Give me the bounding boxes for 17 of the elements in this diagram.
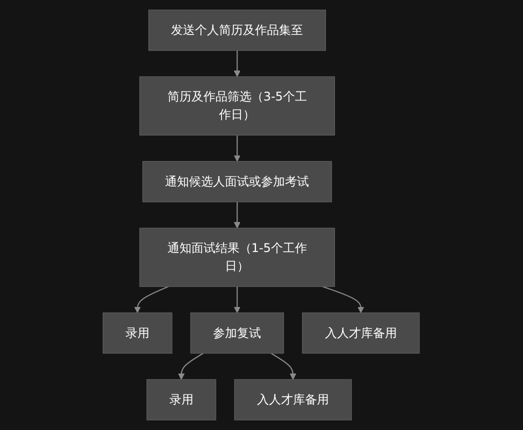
node-box: 录用 [102,312,173,354]
arrow [234,135,241,162]
node-box: 通知候选人面试或参加考试 [142,161,332,202]
arrow [134,286,169,314]
arrow [234,202,241,228]
node-box: 录用 [146,379,217,420]
arrow [234,50,241,77]
node-box: 发送个人简历及作品集至 [148,10,326,51]
node-box: 入人才库备用 [234,379,352,420]
node-box: 参加复试 [190,312,284,354]
arrow [234,286,241,314]
node-box: 通知面试结果（1-5个工作日） [140,228,336,287]
node-box: 入人才库备用 [302,312,420,354]
arrow [271,352,297,380]
arrow [322,286,364,314]
arrow [178,352,204,380]
node-box: 简历及作品筛选（3-5个工作日） [140,76,336,136]
